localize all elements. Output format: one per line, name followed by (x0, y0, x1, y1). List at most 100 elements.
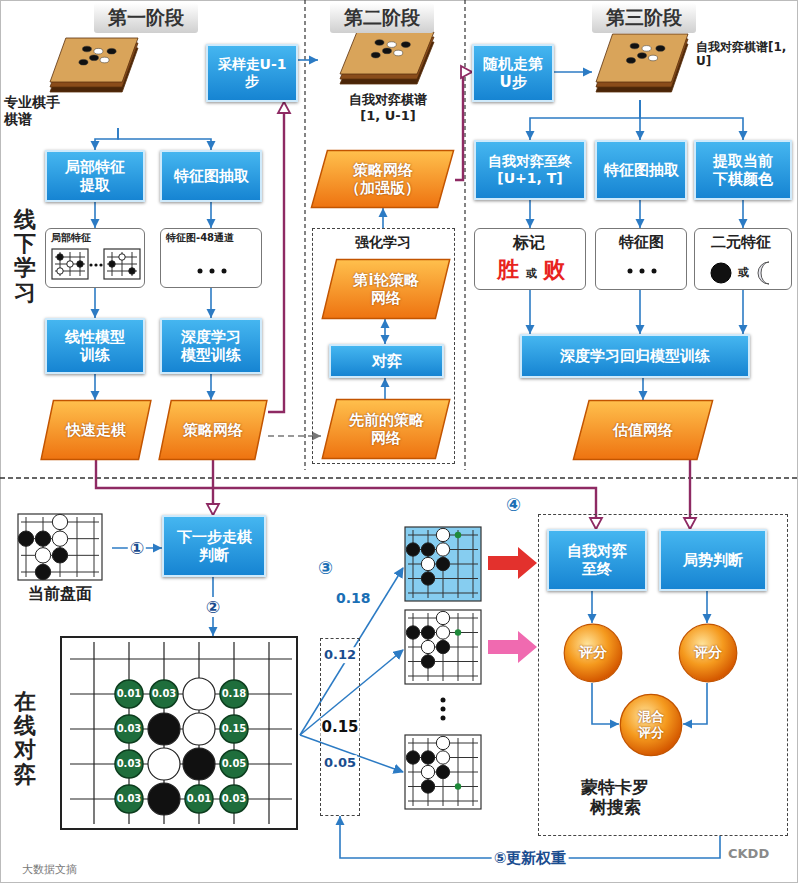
arrow-head (336, 816, 345, 825)
arrow-head (379, 208, 388, 217)
go-stone (436, 640, 449, 653)
parallelogram-outline (573, 401, 712, 460)
text-wrap: 局势判断 (661, 531, 765, 589)
move-dot (455, 532, 461, 538)
grid-line (70, 658, 292, 659)
arrow-head (207, 504, 219, 515)
go-stone (421, 655, 434, 668)
node-text: 特征图抽取 (174, 167, 249, 185)
process-box: 下一步走棋判断 (162, 515, 266, 577)
ellipsis-dot (198, 269, 203, 274)
node-text: 特征图 (619, 233, 664, 251)
go-stone (35, 531, 50, 546)
stage-heading: 第三阶段 (592, 3, 696, 33)
text-wrap: 线性模型训练 (47, 320, 143, 372)
go-stone (421, 543, 434, 556)
phase-heading: 线下学习 (14, 208, 36, 305)
go-stone (109, 261, 115, 267)
arrow-head (207, 141, 216, 150)
node-text: 胜 (497, 257, 519, 283)
parallelogram-outline (159, 401, 267, 460)
board-layer (340, 32, 434, 74)
node-text: 下一步走棋判断 (176, 528, 252, 565)
text-wrap: 采样走U-1步 (208, 46, 296, 100)
go-stone (387, 42, 396, 48)
process-box: 随机走第U步 (472, 44, 554, 102)
go-stone (52, 531, 67, 546)
go-board: 0.010.030.180.030.150.030.050.030.010.03 (60, 636, 298, 830)
text-wrap: 特征图抽取 (162, 152, 260, 200)
ellipsis-dot (441, 707, 446, 712)
go-stone (436, 626, 449, 639)
go-stone (421, 626, 434, 639)
process-box: 局势判断 (659, 529, 767, 591)
node-text: 或 (738, 266, 749, 279)
arrow-head (590, 518, 602, 529)
go-stone (67, 261, 73, 267)
node-text: 采样走U-1步 (211, 56, 293, 90)
watermark: 大数据文摘 (22, 862, 77, 877)
arrow-head (636, 219, 645, 228)
node-text: 0.15 (320, 718, 359, 736)
feature-box: 特征图-48通道 (160, 228, 262, 288)
callout-number: ③ (318, 557, 333, 578)
go-stone (18, 531, 33, 546)
text-wrap: 评分 (678, 623, 738, 683)
grid-line (408, 578, 478, 579)
node-text: 评分 (694, 644, 722, 661)
text-wrap: 自我对弈至终[U+1, T] (476, 142, 584, 198)
node-text: 混合评分 (633, 709, 669, 741)
feature-box: 特征图 (595, 228, 687, 290)
parallelogram-outline (322, 400, 449, 459)
go-stone (421, 557, 434, 570)
text-wrap: 提取当前下棋颜色 (696, 142, 790, 198)
stage-heading: 第一阶段 (94, 3, 198, 33)
node-text: 0.03 (222, 793, 247, 805)
arrow-head (461, 66, 472, 78)
node-text: 败 (543, 257, 565, 283)
arrow-head (91, 141, 100, 150)
arrow-head (526, 219, 535, 228)
go-stone (148, 713, 180, 745)
arrow-head (683, 720, 692, 729)
node-text: 0.18 (222, 688, 247, 700)
go-stone (79, 59, 88, 65)
arrow-head (526, 325, 535, 334)
arrow-head (526, 131, 535, 140)
go-stone (107, 48, 116, 54)
node-text: 先前的策略网络 (346, 411, 426, 448)
go-stone (119, 254, 125, 260)
node-text: 专业棋手棋谱 (4, 94, 70, 128)
go-stone (183, 748, 215, 780)
node-text: 对弈 (372, 352, 402, 370)
node-text: 深度学习回归模型训练 (560, 347, 710, 365)
arrow-head (207, 391, 216, 400)
go-stone (638, 53, 647, 59)
node-text: 局部特征提取 (63, 158, 127, 195)
grid-line (408, 801, 478, 802)
node-text: 0.01 (117, 688, 142, 700)
grid-line (70, 728, 292, 729)
grid-line (93, 642, 94, 824)
phase-heading: 在线对弈 (14, 690, 36, 787)
board-layer (50, 38, 138, 82)
circle-outline (679, 624, 737, 682)
grid-line (408, 786, 478, 787)
arrow-head (739, 325, 748, 334)
go-stone (642, 46, 651, 52)
arrow-head (381, 378, 390, 387)
score-circle: 评分 (563, 623, 623, 683)
network-parallelogram: 策略网络（加强版） (310, 150, 455, 208)
go-stone (94, 48, 103, 54)
go-stone (421, 780, 434, 793)
go-stone (436, 765, 449, 778)
node-text: 提取当前下棋颜色 (710, 152, 776, 189)
go-stone (421, 572, 434, 585)
node-text: 自我对弈棋谱 [1, U-1] (342, 92, 434, 123)
board-figure: 自我对弈棋谱 [1, U-1] (318, 32, 456, 144)
go-stone (626, 58, 635, 64)
connector (683, 683, 707, 724)
text-wrap: 自我对弈至终 (549, 531, 645, 589)
text-wrap: 下一步走棋判断 (164, 517, 264, 575)
node-text: 0.01 (187, 793, 212, 805)
